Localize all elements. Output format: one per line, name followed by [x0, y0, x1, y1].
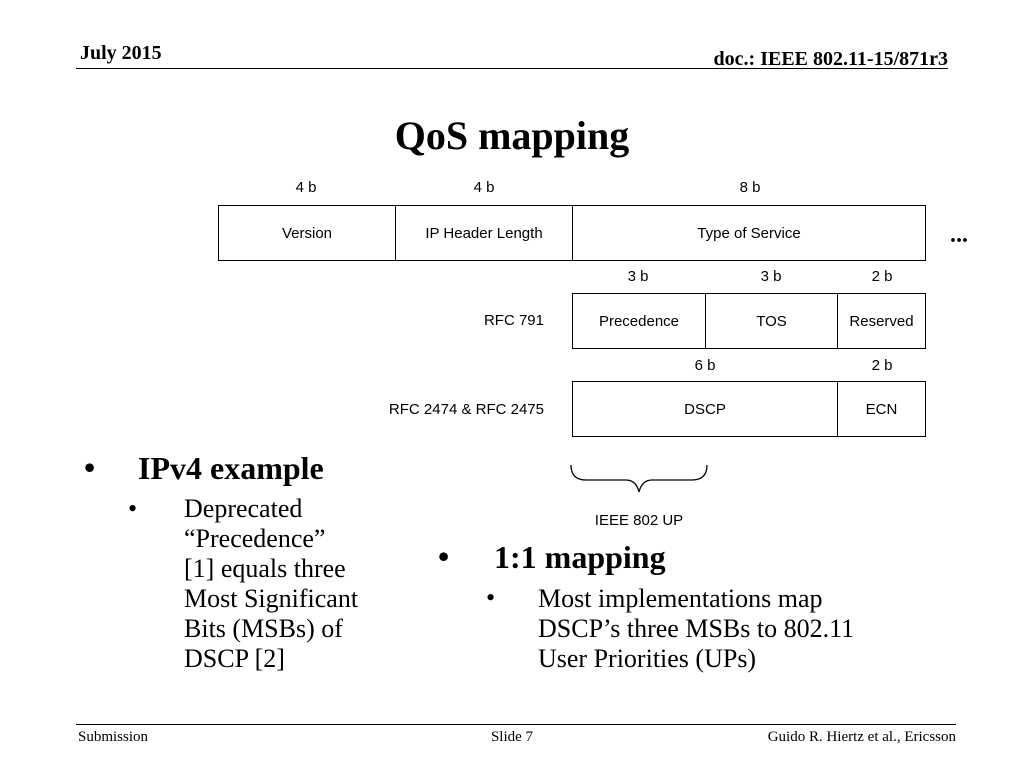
field-dscp: DSCP: [572, 381, 838, 437]
bits-version: 4 b: [295, 179, 317, 196]
field-tos: TOS: [705, 293, 838, 349]
bullet-1-1-mapping: 1:1 mapping: [494, 539, 666, 575]
bits-type-of-service: 8 b: [739, 179, 761, 196]
footer-slide-number: Slide 7: [490, 729, 534, 745]
sub-line: Most Significant: [184, 584, 359, 613]
header-divider: [76, 68, 948, 69]
header-doc-id: doc.: IEEE 802.11-15/871r3: [713, 48, 948, 70]
bullet-ipv4-example: IPv4 example: [138, 450, 324, 486]
label-rfc791: RFC 791: [483, 312, 544, 329]
bits-ip-header-length: 4 b: [473, 179, 495, 196]
bullet-marker: •: [84, 449, 96, 485]
curly-brace-icon: [570, 464, 708, 493]
bits-tos: 3 b: [760, 268, 782, 285]
sub-bullet-marker: •: [486, 583, 496, 612]
field-ip-header-length: IP Header Length: [395, 205, 573, 261]
sub-line: Most implementations map: [538, 584, 823, 613]
label-rfc2474: RFC 2474 & RFC 2475: [388, 401, 544, 418]
bits-ecn: 2 b: [871, 357, 893, 374]
sub-bullet-implementations-text: Most implementations map DSCP’s three MS…: [538, 584, 958, 674]
bits-dscp: 6 b: [694, 357, 716, 374]
sub-line: “Precedence”: [184, 524, 326, 553]
footer-author: Guido R. Hiertz et al., Ericsson: [767, 729, 956, 745]
footer-submission: Submission: [78, 729, 149, 745]
field-type-of-service: Type of Service: [572, 205, 926, 261]
sub-line: DSCP’s three MSBs to 802.11: [538, 614, 855, 643]
field-version: Version: [218, 205, 396, 261]
sub-line: User Priorities (UPs): [538, 644, 757, 673]
bullet-marker: •: [438, 538, 450, 574]
slide-title: QoS mapping: [394, 113, 630, 158]
field-reserved: Reserved: [837, 293, 926, 349]
footer-divider: [76, 724, 956, 725]
label-ieee-802-up: IEEE 802 UP: [594, 512, 684, 529]
sub-line: DSCP [2]: [184, 644, 285, 673]
header-date: July 2015: [80, 42, 162, 64]
bits-precedence: 3 b: [627, 268, 649, 285]
ellipsis: ...: [950, 222, 968, 248]
sub-line: [1] equals three: [184, 554, 346, 583]
sub-bullet-precedence-text: Deprecated “Precedence” [1] equals three…: [184, 494, 424, 674]
sub-line: Deprecated: [184, 494, 303, 523]
field-precedence: Precedence: [572, 293, 706, 349]
field-ecn: ECN: [837, 381, 926, 437]
sub-bullet-marker: •: [128, 494, 138, 523]
bits-reserved: 2 b: [871, 268, 893, 285]
sub-line: Bits (MSBs) of: [184, 614, 343, 643]
